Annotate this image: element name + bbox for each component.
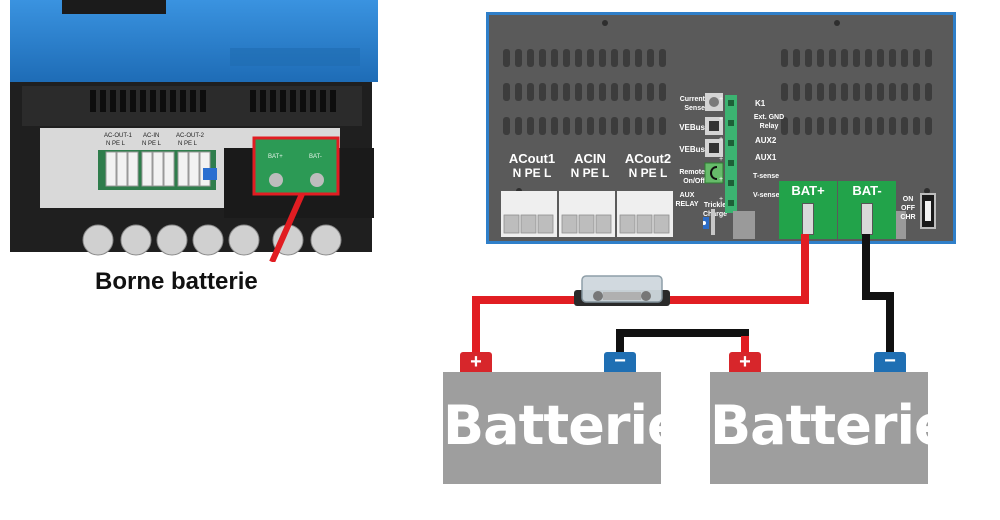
switch-label-off: OFF xyxy=(901,205,915,212)
ac-group-acout2-pins: N PE L xyxy=(628,166,668,180)
photo-label-bat-minus: BAT- xyxy=(309,154,322,160)
label-aux-relay: AUX RELAY xyxy=(675,192,699,208)
bat-minus-label: BAT- xyxy=(852,183,882,198)
battery-2-plus-sign: + xyxy=(739,351,751,373)
ac-group-acout2-name: ACout2 xyxy=(624,151,672,166)
bat-plus-terminal: BAT+ xyxy=(779,181,837,239)
battery-1: Batterie xyxy=(443,372,684,484)
ac-group-acin-pins: N PE L xyxy=(570,166,610,180)
battery-1-plus-sign: + xyxy=(470,351,482,373)
battery-1-minus-sign: − xyxy=(614,350,626,372)
ac-group-acout2: ACout2 N PE L xyxy=(619,151,677,180)
battery-2-minus-terminal: − xyxy=(874,350,906,372)
battery-2: Batterie xyxy=(710,372,951,484)
photo-label-bat-plus: BAT+ xyxy=(268,154,283,160)
svg-text:+: + xyxy=(719,156,723,163)
label-aux2: AUX2 xyxy=(755,136,777,145)
ac-group-acin: ACIN N PE L xyxy=(561,151,619,180)
label-remote-on-off: Remote On/Off xyxy=(679,169,705,185)
label-ext-gnd-relay: Ext. GND Relay xyxy=(753,114,785,130)
photo-label-npel-3: N PE L xyxy=(178,141,198,147)
photo-label-npel-2: N PE L xyxy=(142,141,162,147)
ac-group-acout1: ACout1 N PE L xyxy=(503,151,561,180)
label-aux1: AUX1 xyxy=(755,153,777,162)
svg-text:+: + xyxy=(719,196,723,203)
panel-vents xyxy=(503,20,932,194)
panel-grey-block-1 xyxy=(733,211,755,239)
ac-group-acin-name: ACIN xyxy=(574,151,606,166)
label-k1: K1 xyxy=(755,99,766,108)
label-t-sense: T-sense xyxy=(753,173,780,180)
svg-text:+: + xyxy=(719,136,723,143)
battery-2-minus-sign: − xyxy=(884,350,896,372)
photo-label-ac-out-2: AC-OUT-2 xyxy=(176,133,205,139)
switch-labels: ON OFF CHR xyxy=(897,195,919,222)
ac-group-acout1-name: ACout1 xyxy=(508,151,556,166)
label-vebus-1: VEBus xyxy=(679,123,705,132)
connector-column: + + + + + + xyxy=(703,93,737,235)
mode-switch[interactable] xyxy=(920,193,936,229)
battery-terminal-caption: Borne batterie xyxy=(95,268,258,295)
ac-terminal-blocks xyxy=(501,191,673,237)
battery-2-plus-terminal: + xyxy=(729,352,761,372)
battery-2-label: Batterie xyxy=(710,394,951,457)
inverter-panel: ACout1 N PE L ACIN N PE L ACout2 N PE L … xyxy=(486,12,956,244)
battery-1-minus-terminal: − xyxy=(604,350,636,372)
photo-label-npel-1: N PE L xyxy=(106,141,126,147)
positive-wire-battery xyxy=(472,296,604,362)
positive-wire xyxy=(636,234,809,304)
svg-text:+: + xyxy=(719,176,723,183)
svg-text:+: + xyxy=(719,96,723,103)
photo-label-ac-out-1: AC-OUT-1 xyxy=(104,133,133,139)
label-v-sense: V-sense xyxy=(753,192,780,199)
svg-text:+: + xyxy=(719,116,723,123)
negative-wire xyxy=(862,234,894,362)
switch-label-on: ON xyxy=(902,196,914,203)
label-vebus-2: VEBus xyxy=(679,145,705,154)
bat-plus-label: BAT+ xyxy=(791,183,825,198)
series-link-wire xyxy=(616,329,749,362)
switch-label-chr: CHR xyxy=(900,214,916,221)
battery-1-plus-terminal: + xyxy=(460,352,492,372)
label-current-sense: Current Sense xyxy=(679,96,705,112)
battery-1-label: Batterie xyxy=(443,394,684,457)
ac-group-acout1-pins: N PE L xyxy=(512,166,552,180)
fuse xyxy=(574,275,670,306)
bat-minus-terminal: BAT- xyxy=(838,181,896,239)
inverter-photo: AC-OUT-1 AC-IN AC-OUT-2 N PE L N PE L N … xyxy=(0,0,380,262)
photo-label-ac-in: AC-IN xyxy=(143,133,160,139)
mode-switch-knob xyxy=(925,201,931,221)
